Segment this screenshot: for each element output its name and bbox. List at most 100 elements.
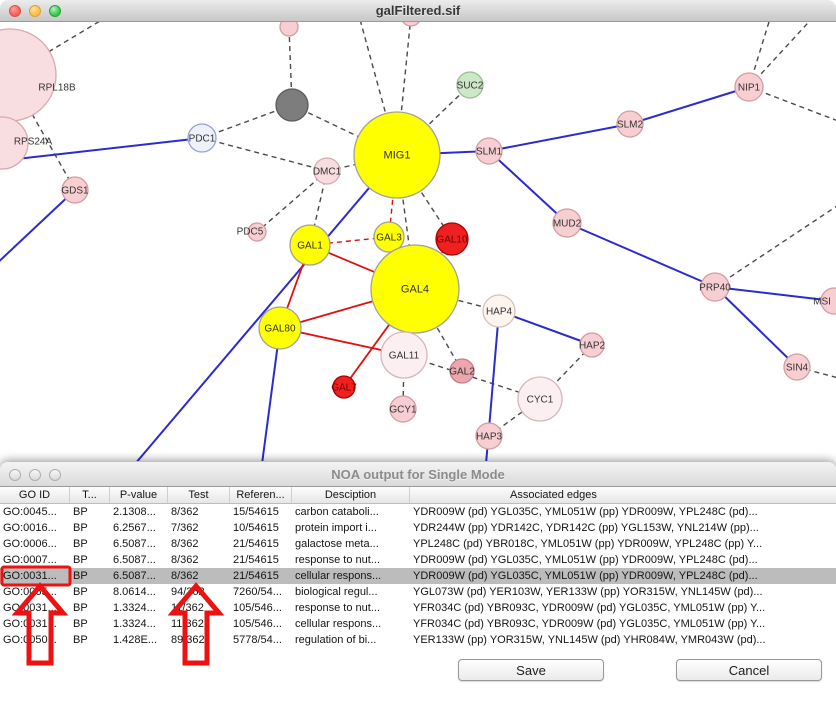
- graph-edge[interactable]: [714, 200, 836, 288]
- cell-test: 8/362: [171, 506, 199, 518]
- graph-edge[interactable]: [0, 137, 203, 162]
- graph-edge[interactable]: [714, 286, 798, 368]
- graph-edge[interactable]: [0, 189, 76, 268]
- cell-go-id: GO:0006...: [3, 538, 57, 550]
- graph-node-SLM1[interactable]: [475, 137, 503, 165]
- graph-node-SIN4[interactable]: [783, 353, 811, 381]
- graph-node-GAL7[interactable]: [332, 375, 356, 399]
- graph-edge[interactable]: [403, 354, 541, 400]
- graph-node-GDS1[interactable]: [61, 176, 89, 204]
- save-button[interactable]: Save: [458, 659, 604, 681]
- graph-node-GAL11[interactable]: [380, 331, 428, 379]
- cell-associated-edges: YPL248C (pd) YBR018C, YML051W (pp) YDR00…: [413, 538, 763, 550]
- graph-node-SLM2[interactable]: [616, 110, 644, 138]
- graph-node-GAL80[interactable]: [258, 306, 302, 350]
- network-window-titlebar[interactable]: galFiltered.sif: [0, 0, 836, 22]
- graph-node-PDC1[interactable]: [187, 123, 217, 153]
- graph-node-GAL1[interactable]: [289, 224, 331, 266]
- column-header-reference[interactable]: Referen...: [230, 487, 292, 503]
- cell-associated-edges: YFR034C (pd) YBR093C, YDR009W (pd) YGL03…: [413, 618, 766, 630]
- graph-node-HAP3[interactable]: [475, 422, 503, 450]
- minimize-button[interactable]: [29, 5, 41, 17]
- graph-node-RPS24A[interactable]: [0, 116, 29, 170]
- minimize-button[interactable]: [29, 469, 41, 481]
- cell-desciption: biological regul...: [295, 586, 378, 598]
- graph-node-label: GAL11: [389, 351, 420, 362]
- graph-edge[interactable]: [256, 170, 328, 233]
- cell-reference: 21/54615: [233, 570, 279, 582]
- graph-node-GAL3[interactable]: [373, 221, 405, 253]
- graph-node-NIP1[interactable]: [734, 72, 764, 102]
- graph-node-label: CYC1: [527, 395, 554, 406]
- column-header-associated-edges[interactable]: Associated edges: [510, 489, 597, 501]
- graph-node-RPL18B[interactable]: [0, 28, 57, 122]
- graph-node-MSI[interactable]: [820, 287, 836, 315]
- graph-edge[interactable]: [396, 84, 471, 156]
- cell-test: 8/362: [171, 554, 199, 566]
- cell-reference: 105/546...: [233, 618, 282, 630]
- graph-edge[interactable]: [201, 104, 293, 139]
- noa-window-titlebar[interactable]: NOA output for Single Mode: [0, 462, 836, 487]
- cell-desciption: response to nut...: [295, 602, 380, 614]
- graph-edge[interactable]: [396, 154, 453, 240]
- column-header-go-id[interactable]: GO ID: [0, 487, 70, 503]
- graph-node-DMC1[interactable]: [313, 157, 341, 185]
- graph-node-HAP4[interactable]: [482, 294, 516, 328]
- cell-p-value: 6.2567...: [113, 522, 156, 534]
- graph-edge[interactable]: [714, 286, 835, 302]
- network-canvas[interactable]: RPL18BRPS24AGDS1PDC1DMC1MIG1SUC2SLM1SLM2…: [0, 22, 836, 461]
- column-header-test[interactable]: Test: [168, 487, 230, 503]
- graph-edge[interactable]: [358, 22, 398, 156]
- graph-edge[interactable]: [135, 154, 398, 461]
- graph-edge[interactable]: [201, 137, 328, 172]
- zoom-button[interactable]: [49, 469, 61, 481]
- zoom-button[interactable]: [49, 5, 61, 17]
- graph-edge[interactable]: [566, 222, 716, 288]
- graph-node-MUD2[interactable]: [552, 208, 582, 238]
- graph-node-MIG1[interactable]: [353, 111, 441, 199]
- graph-node-label: GAL7: [331, 383, 357, 394]
- column-header-type[interactable]: T...: [70, 487, 110, 503]
- graph-node-label: MUD2: [553, 219, 582, 230]
- graph-node-GAL4[interactable]: [370, 244, 460, 334]
- cell-go-id: GO:0045...: [3, 506, 57, 518]
- graph-edge[interactable]: [629, 86, 750, 125]
- cell-desciption: regulation of bi...: [295, 634, 377, 646]
- graph-node-HAP2[interactable]: [579, 332, 605, 358]
- column-header-desciption[interactable]: Desciption: [292, 487, 410, 503]
- graph-edge[interactable]: [748, 22, 818, 88]
- graph-node-PRP40[interactable]: [700, 272, 730, 302]
- cell-go-id: GO:0050...: [3, 634, 57, 646]
- graph-node-SUC2[interactable]: [456, 71, 484, 99]
- graph-node-PDC5[interactable]: [247, 222, 267, 242]
- cell-reference: 7260/54...: [233, 586, 282, 598]
- graph-node-GCY1[interactable]: [389, 395, 417, 423]
- graph-node-GAL10[interactable]: [435, 222, 469, 256]
- graph-node-CYC1[interactable]: [517, 376, 563, 422]
- column-header-p-value[interactable]: P-value: [110, 487, 168, 503]
- cell-type: BP: [73, 506, 88, 518]
- graph-node-GAL2[interactable]: [449, 358, 475, 384]
- graph-edge[interactable]: [291, 104, 398, 156]
- close-button[interactable]: [9, 469, 21, 481]
- graph-node-unlabeled[interactable]: [279, 22, 299, 37]
- graph-node-unlabeled[interactable]: [275, 88, 309, 122]
- graph-edge[interactable]: [414, 288, 463, 372]
- graph-edge[interactable]: [488, 123, 631, 152]
- graph-edge[interactable]: [261, 327, 281, 461]
- close-button[interactable]: [9, 5, 21, 17]
- graph-node-unlabeled[interactable]: [401, 22, 421, 27]
- cancel-button[interactable]: Cancel: [676, 659, 822, 681]
- graph-edge[interactable]: [488, 150, 568, 224]
